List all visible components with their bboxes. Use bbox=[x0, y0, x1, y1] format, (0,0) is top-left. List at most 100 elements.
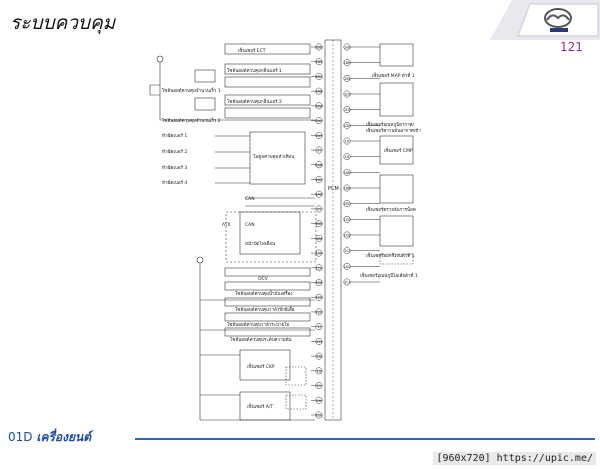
terminal-pin bbox=[343, 262, 351, 270]
label-inj1: หัวฉีดเบอร์ 1 bbox=[162, 132, 187, 139]
pcm-label: PCM bbox=[328, 186, 339, 192]
terminal-label: 2AU bbox=[315, 119, 323, 123]
label-cmp: เซ็นเซอร์ CMP bbox=[384, 146, 413, 154]
label-sol-relay2: โซลีนอยด์ควบคุมจำนวนเร็ว 2 bbox=[162, 116, 221, 124]
footer-section-title: เครื่องยนต์ bbox=[36, 430, 92, 444]
label-can2: CAN bbox=[245, 222, 255, 228]
label-instr: หน้าปัดไฟเตือน bbox=[245, 240, 275, 247]
label-v4: โซลีนอยด์ควบคุมระดับความดัน bbox=[230, 336, 292, 343]
terminal-label: 1Y bbox=[317, 207, 322, 211]
terminal-label: 1CE bbox=[343, 218, 351, 222]
terminal-label: 2AW bbox=[315, 104, 324, 108]
terminal-pin bbox=[343, 90, 351, 98]
footer-section: 01D เครื่องยนต์ bbox=[8, 428, 91, 447]
terminal-label: 1AD bbox=[315, 193, 323, 197]
terminal-label: 1BI bbox=[344, 46, 350, 50]
terminal-label: 1CH bbox=[315, 266, 323, 270]
label-v2: โซลีนอยด์ควบคุมวาล์วปีกผีเสื้อ bbox=[235, 306, 295, 313]
terminal-label: 1BO bbox=[343, 202, 351, 206]
terminal-pin bbox=[343, 184, 351, 192]
terminal-label: 1BD bbox=[315, 222, 323, 226]
terminal-label: 1CB bbox=[343, 234, 351, 238]
right-components bbox=[379, 43, 414, 265]
label-can1: CAN bbox=[245, 196, 255, 202]
terminal-label: 1DI bbox=[344, 93, 350, 97]
terminal-label: 2AB bbox=[315, 90, 323, 94]
terminal-label: 2AM bbox=[315, 163, 323, 167]
terminal-label: 1AC bbox=[343, 265, 351, 269]
terminal-pin bbox=[343, 59, 351, 67]
terminal-label: 1CC bbox=[315, 414, 323, 418]
terminal-label: 1BR bbox=[343, 187, 351, 191]
terminal-pin bbox=[343, 137, 351, 145]
terminal-label: 1V bbox=[317, 384, 322, 388]
label-coil: โมดูลควบคุมหัวเทียน bbox=[253, 153, 294, 160]
label-knock: เซ็นเซอร์ตรวจจับการน็อค bbox=[366, 205, 416, 213]
terminal-label: 1G bbox=[316, 369, 321, 373]
terminal-label: 1BN bbox=[343, 171, 351, 175]
label-sol-relay1: โซลีนอยด์ควบคุมจำนวนเร็ว 1 bbox=[162, 86, 221, 94]
terminal-label: 1BK bbox=[343, 61, 351, 65]
label-inj2: หัวฉีดเบอร์ 2 bbox=[162, 148, 187, 155]
label-o2a: เซ็นเซอร์ออกซิเจนตัวที่ 1 bbox=[366, 251, 415, 259]
left-terminal-group: 1DD 1DE 2BG 2AB 2AW 2AU 2AS 2I 2AM 2AL 1AD 1Y 1BD 1BI… bbox=[311, 43, 324, 419]
watermark: [960x720] https://upic.me/ bbox=[433, 452, 596, 465]
label-o2b: เซ็นเซอร์อุณหภูมิไอเสียตัวที่ 1 bbox=[360, 271, 418, 279]
footer-code: 01D bbox=[8, 430, 33, 444]
terminal-label: 1BJ bbox=[344, 77, 350, 81]
label-iat: เซ็นเซอร์อุณหภูมิอากาศ/ bbox=[366, 120, 414, 128]
terminal-label: 2I bbox=[317, 149, 320, 153]
label-v3: โซลีนอยด์ควบคุมวาล์วระบายไอ bbox=[227, 321, 289, 328]
terminal-pin bbox=[343, 247, 351, 255]
terminal-pin bbox=[343, 74, 351, 82]
terminal-label: 1DN bbox=[343, 124, 351, 128]
terminal-label: 1M bbox=[316, 340, 321, 344]
label-inj3: หัวฉีดเบอร์ 3 bbox=[162, 164, 187, 171]
terminal-label: 1CI bbox=[344, 281, 350, 285]
terminal-label: 1J bbox=[317, 325, 320, 329]
terminal-pin bbox=[343, 215, 351, 223]
label-ogv: OCV bbox=[258, 276, 269, 282]
terminal-label: 1DJ bbox=[344, 108, 350, 112]
mazda-logo-icon bbox=[544, 8, 572, 28]
terminal-pin bbox=[343, 278, 351, 286]
label-at: เซ็นเซอร์ A/T bbox=[247, 402, 273, 410]
terminal-label: 1CK bbox=[315, 252, 323, 256]
label-vvt1: โซลีนอยด์ควบคุมกลิ่นแอร์ 1 bbox=[227, 67, 282, 74]
label-inj4: หัวฉีดเบอร์ 4 bbox=[162, 179, 187, 186]
terminal-label: 1BI bbox=[316, 237, 322, 241]
mazda-logo-band bbox=[490, 0, 600, 40]
terminal-label: 1K bbox=[345, 140, 350, 144]
right-terminal-group: 1BI 1BK 1BJ 1DI 1DJ 1DN 1K 1A 1BN 1BR 1BO 1CE 1CB 1CJ… bbox=[343, 43, 380, 286]
terminal-label: 1DD bbox=[315, 46, 323, 50]
label-ckp: เซ็นเซอร์ CKP bbox=[247, 362, 275, 370]
terminal-label: 1CF bbox=[316, 310, 323, 314]
terminal-label: 2BG bbox=[315, 75, 323, 79]
terminal-label: 1CJ bbox=[344, 249, 350, 253]
terminal-pin bbox=[343, 200, 351, 208]
terminal-label: 1Q bbox=[316, 355, 321, 359]
terminal-label: 2AS bbox=[315, 134, 323, 138]
label-vvt2: โซลีนอยด์ควบคุมกลิ่นแอร์ 2 bbox=[227, 98, 282, 105]
terminal-pin bbox=[343, 43, 351, 51]
terminal-pin bbox=[343, 106, 351, 114]
left-components bbox=[149, 43, 317, 421]
terminal-pin bbox=[343, 121, 351, 129]
terminal-label: 2AL bbox=[316, 178, 323, 182]
label-v1: โซลีนอยด์ควบคุมน้ำมันเครื่อง bbox=[235, 290, 292, 297]
page-number: 121 bbox=[560, 40, 583, 54]
page-title: ระบบควบคุม bbox=[10, 12, 116, 34]
label-iat2: เซ็นเซอร์ความดันอากาศเข้า bbox=[366, 126, 421, 134]
terminal-label: 1H bbox=[317, 399, 322, 403]
terminal-pin bbox=[343, 153, 351, 161]
label-map: เซ็นเซอร์ MAP ตัวที่ 1 bbox=[372, 71, 415, 79]
terminal-label: 1CE bbox=[315, 281, 323, 285]
terminal-pin bbox=[343, 168, 351, 176]
label-atx: ATX bbox=[222, 222, 231, 228]
terminal-label: 1DE bbox=[315, 60, 323, 64]
terminal-label: 1CG bbox=[315, 296, 323, 300]
terminal-label: 1A bbox=[345, 155, 350, 159]
terminal-pin bbox=[343, 231, 351, 239]
footer-divider bbox=[135, 438, 595, 440]
